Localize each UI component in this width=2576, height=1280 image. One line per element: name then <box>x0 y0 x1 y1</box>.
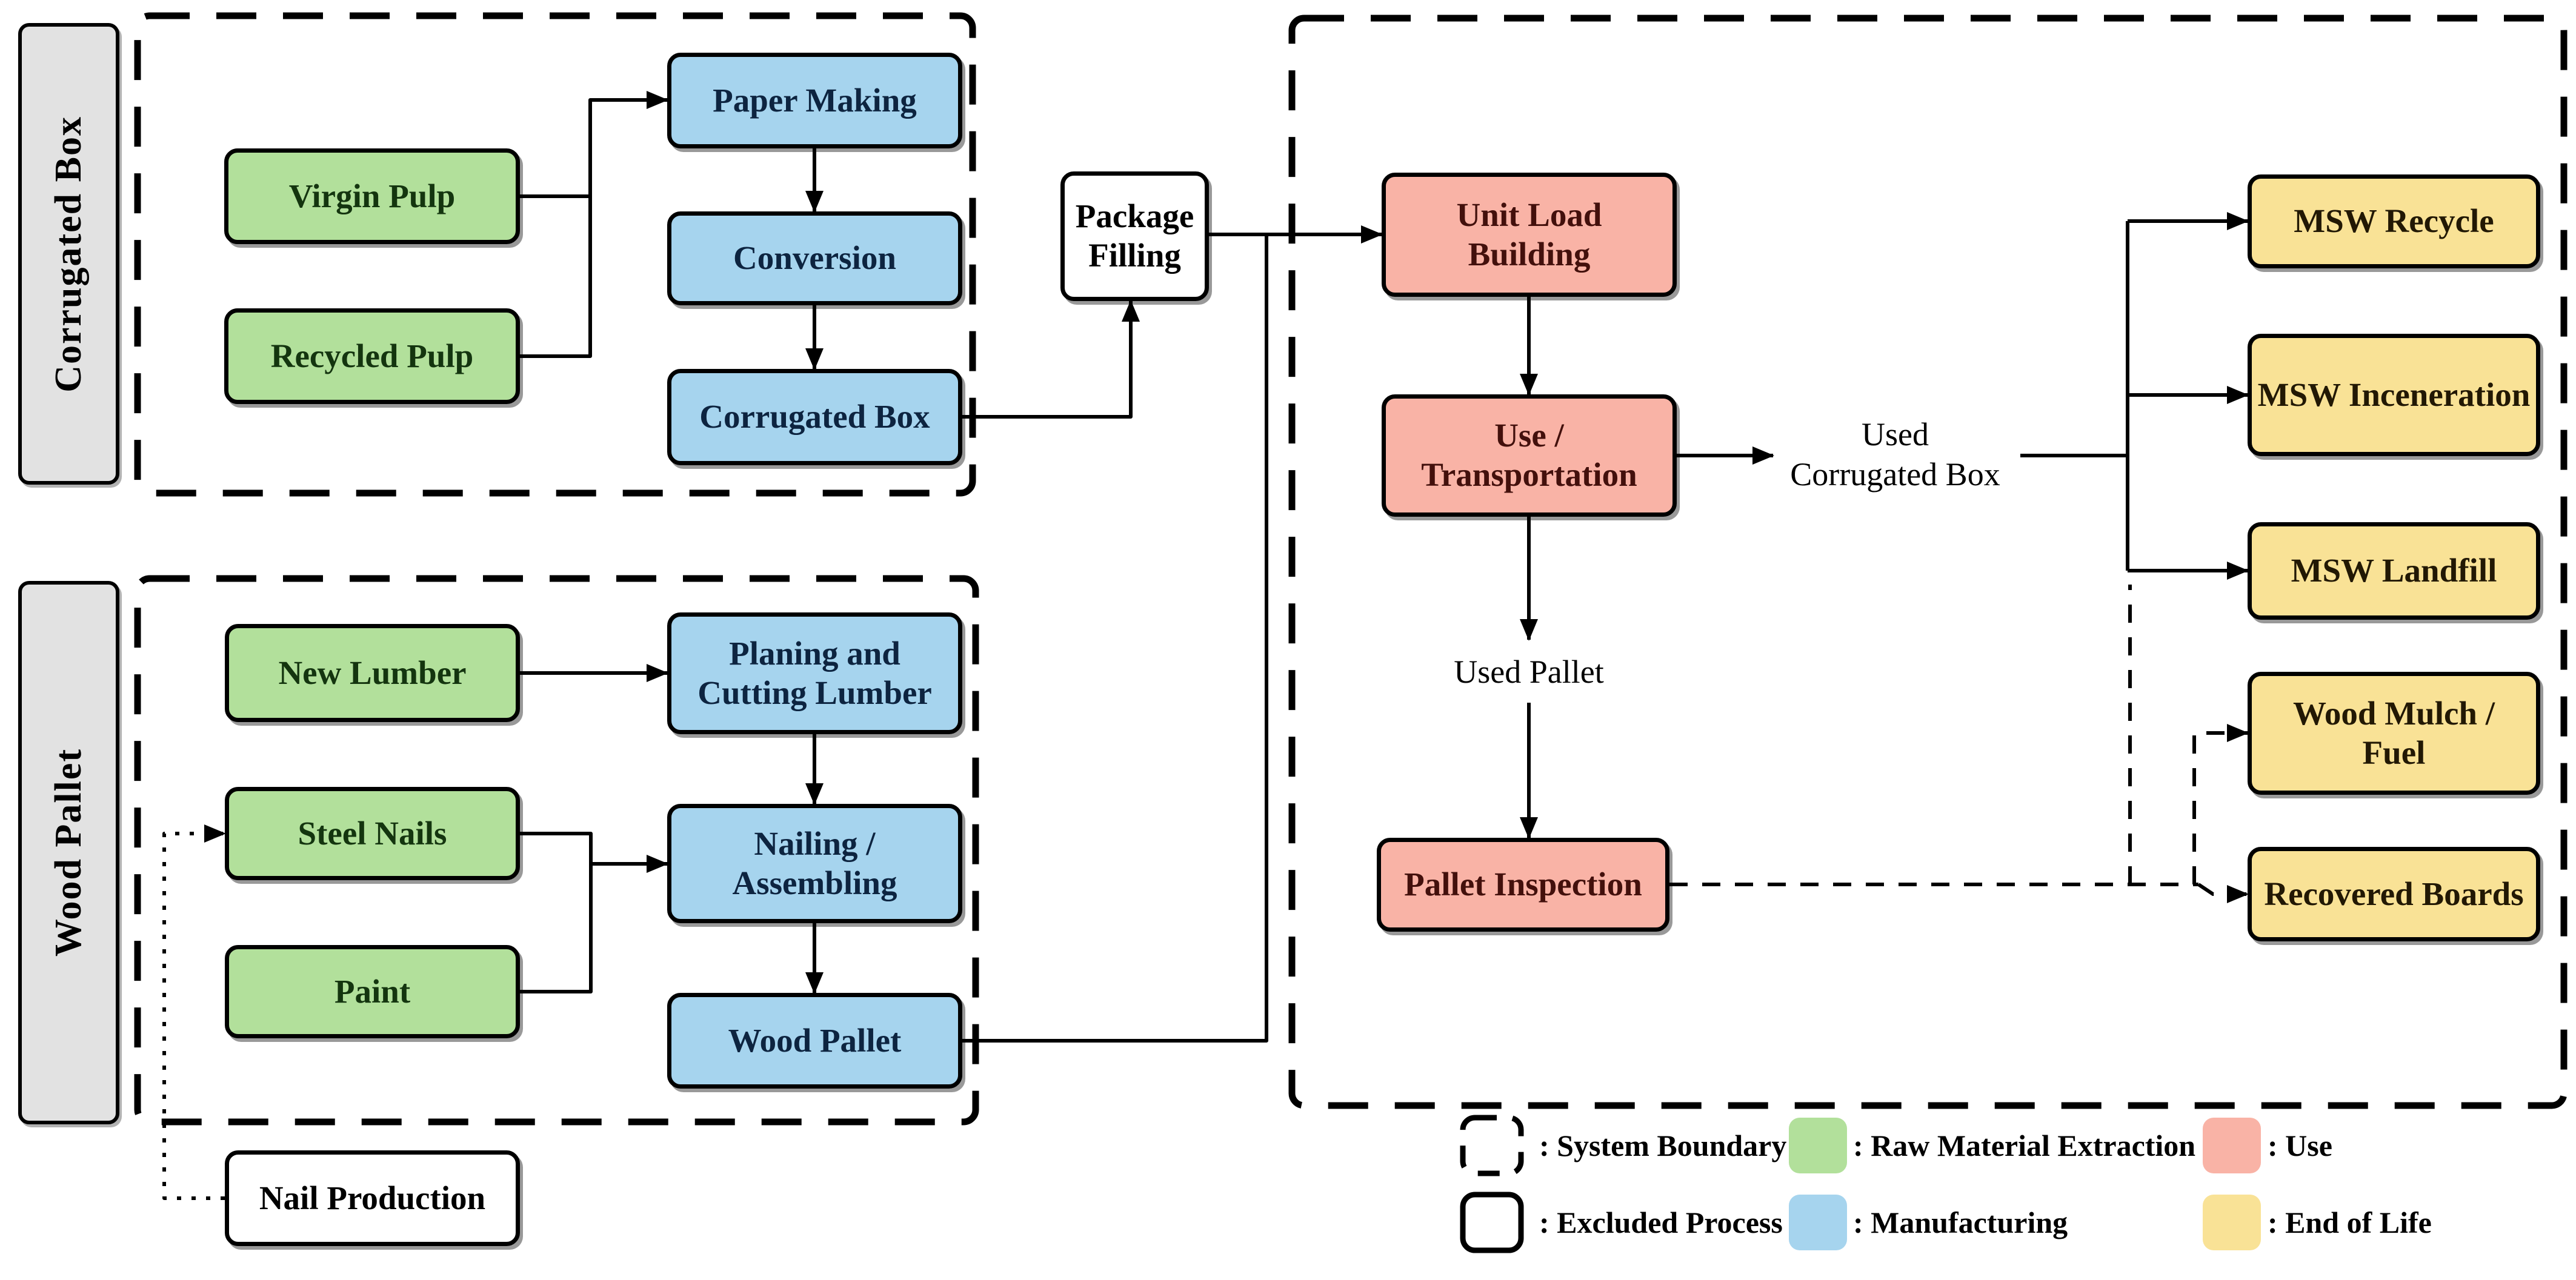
node-paper-making-label: Paper Making <box>713 81 917 119</box>
node-virgin-pulp: Virgin Pulp <box>224 148 520 244</box>
legend-system-boundary-swatch <box>1460 1115 1524 1176</box>
node-package-filling-line1: Package <box>1075 197 1194 235</box>
legend-manufacturing-label: : Manufacturing <box>1853 1205 2068 1239</box>
node-wood-mulch-fuel-line2: Fuel <box>2362 734 2426 771</box>
legend-manufacturing-swatch <box>1789 1195 1847 1250</box>
node-paper-making: Paper Making <box>667 53 962 148</box>
node-wood-pallet-label: Wood Pallet <box>728 1021 902 1059</box>
label-used-corrugated-box-line2: Corrugated Box <box>1790 456 2000 492</box>
node-package-filling: Package Filling <box>1060 171 1209 301</box>
node-use-transportation-line1: Use / <box>1494 417 1564 454</box>
legend-excluded-process-label: : Excluded Process <box>1539 1205 1783 1239</box>
node-unit-load-building: Unit Load Building <box>1382 173 1677 297</box>
label-used-pallet: Used Pallet <box>1454 654 1604 690</box>
node-nailing-assembling-line2: Assembling <box>732 864 897 901</box>
solid-connectors <box>520 91 2249 1043</box>
edge-corrugated-box-to-package-filling <box>962 300 1140 419</box>
dotted-connectors <box>162 824 226 1200</box>
node-nail-production-label: Nail Production <box>259 1179 486 1216</box>
boundary-wood-pallet <box>134 575 979 1126</box>
node-nail-production: Nail Production <box>225 1150 520 1246</box>
legend-use-swatch <box>2203 1118 2261 1173</box>
label-used-corrugated-box-line1: Used <box>1862 416 1929 453</box>
node-wood-mulch-fuel: Wood Mulch / Fuel <box>2248 672 2540 795</box>
legend-system-boundary-label: : System Boundary <box>1539 1129 1787 1162</box>
node-nailing-assembling: Nailing / Assembling <box>667 804 962 923</box>
legend-raw-material-label: : Raw Material Extraction <box>1853 1129 2196 1162</box>
edge-wood-pallet-to-unit-load <box>962 234 1268 1043</box>
node-conversion-label: Conversion <box>733 239 896 277</box>
lane-corrugated-box-label: Corrugated Box <box>48 115 89 393</box>
edge-nail-production-to-steel-nails <box>162 824 226 1200</box>
node-msw-inceneration-label: MSW Inceneration <box>2257 376 2531 413</box>
node-msw-recycle-label: MSW Recycle <box>2294 202 2494 240</box>
lane-corrugated-box: Corrugated Box <box>18 23 119 485</box>
label-used-corrugated-box: Used Corrugated Box <box>1776 414 2015 494</box>
node-use-transportation-line2: Transportation <box>1421 456 1637 493</box>
node-paint: Paint <box>225 945 520 1038</box>
node-msw-landfill-label: MSW Landfill <box>2291 552 2497 589</box>
lane-wood-pallet: Wood Pallet <box>18 581 119 1124</box>
node-use-transportation: Use / Transportation <box>1382 394 1677 517</box>
edge-inspection-to-wood-mulch <box>2192 724 2249 884</box>
node-msw-recycle: MSW Recycle <box>2248 174 2540 268</box>
node-package-filling-line2: Filling <box>1088 237 1181 274</box>
node-unit-load-building-line2: Building <box>1468 235 1591 273</box>
node-recovered-boards: Recovered Boards <box>2248 847 2540 941</box>
node-steel-nails: Steel Nails <box>225 787 520 880</box>
node-paint-label: Paint <box>334 972 411 1010</box>
dashed-connectors <box>1669 585 2249 903</box>
legend-excluded-process-swatch <box>1460 1192 1524 1253</box>
node-steel-nails-label: Steel Nails <box>298 814 447 852</box>
edge-inspection-to-recovered-boards <box>2197 883 2249 903</box>
system-boundaries <box>134 12 2568 1126</box>
node-corrugated-box: Corrugated Box <box>667 369 962 465</box>
node-unit-load-building-line1: Unit Load <box>1456 196 1602 233</box>
node-planing-cutting-line1: Planing and <box>729 634 900 672</box>
node-planing-cutting-lumber: Planing and Cutting Lumber <box>667 612 962 734</box>
legend-end-of-life-swatch <box>2203 1195 2261 1250</box>
legend-use-label: : Use <box>2268 1129 2332 1162</box>
node-corrugated-box-label: Corrugated Box <box>699 398 930 436</box>
node-virgin-pulp-label: Virgin Pulp <box>288 177 456 214</box>
legend-raw-material-swatch <box>1789 1118 1847 1173</box>
node-wood-mulch-fuel-line1: Wood Mulch / <box>2292 694 2495 732</box>
node-wood-pallet: Wood Pallet <box>667 993 962 1089</box>
node-recovered-boards-label: Recovered Boards <box>2264 875 2524 912</box>
node-msw-landfill: MSW Landfill <box>2248 522 2540 620</box>
node-recycled-pulp-label: Recycled Pulp <box>270 337 474 374</box>
boundary-use-end-of-life <box>1288 15 2568 1109</box>
lane-wood-pallet-label: Wood Pallet <box>48 748 89 957</box>
node-recycled-pulp: Recycled Pulp <box>224 308 520 404</box>
node-new-lumber: New Lumber <box>225 624 520 722</box>
node-pallet-inspection-label: Pallet Inspection <box>1404 866 1642 903</box>
node-nailing-assembling-line1: Nailing / <box>754 824 876 862</box>
node-new-lumber-label: New Lumber <box>278 654 467 691</box>
legend-end-of-life-label: : End of Life <box>2268 1205 2432 1239</box>
node-planing-cutting-line2: Cutting Lumber <box>697 674 932 711</box>
edge-pulp-to-paper-making <box>520 91 668 358</box>
edge-steel-nails-join <box>520 832 593 864</box>
node-conversion: Conversion <box>667 211 962 305</box>
boundary-corrugated-box <box>134 12 976 497</box>
node-msw-inceneration: MSW Inceneration <box>2248 334 2540 456</box>
edge-paint-join <box>520 864 593 993</box>
node-pallet-inspection: Pallet Inspection <box>1377 838 1669 932</box>
